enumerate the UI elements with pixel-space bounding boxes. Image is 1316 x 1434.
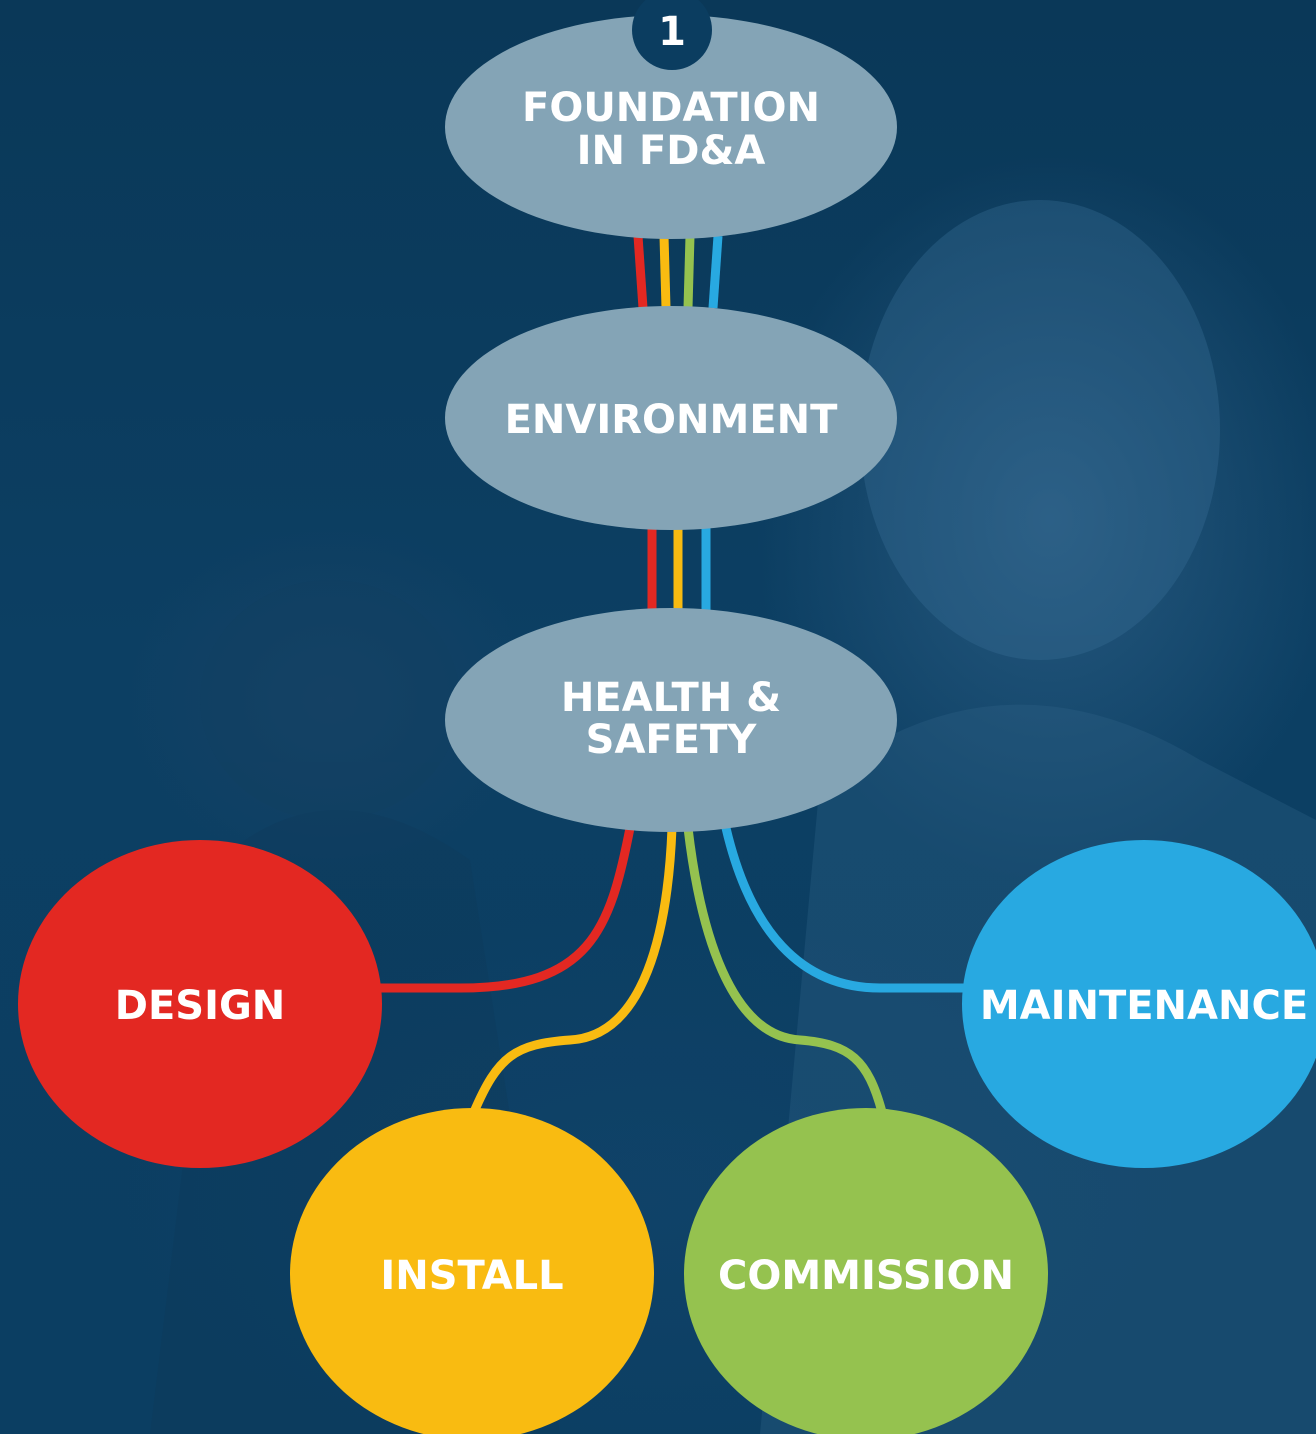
health-safety-label-line1: HEALTH & bbox=[561, 675, 781, 721]
connector-blue-1 bbox=[708, 235, 723, 309]
stage-environment: ENVIRONMENT bbox=[445, 306, 897, 530]
environment-ellipse bbox=[445, 306, 897, 530]
health-safety-ellipse bbox=[445, 608, 897, 832]
maintenance-circle bbox=[962, 840, 1316, 1168]
design-label: DESIGN bbox=[115, 983, 286, 1029]
branch-commission bbox=[683, 827, 887, 1114]
install-circle bbox=[290, 1108, 654, 1434]
stage-health-safety: HEALTH & SAFETY bbox=[445, 608, 897, 832]
maintenance-label: MAINTENANCE bbox=[980, 983, 1308, 1029]
step-badge-number: 1 bbox=[658, 9, 686, 55]
commission-label: COMMISSION bbox=[718, 1253, 1014, 1299]
stage-foundation: FOUNDATION IN FD&A bbox=[445, 15, 897, 239]
commission-circle bbox=[684, 1108, 1048, 1434]
outcome-commission: COMMISSION bbox=[684, 1108, 1048, 1434]
step-badge-circle bbox=[632, 0, 712, 70]
outcome-design: DESIGN bbox=[18, 840, 382, 1168]
foundation-label-line1: FOUNDATION bbox=[522, 85, 820, 131]
design-circle bbox=[18, 840, 382, 1168]
connector-red-1 bbox=[633, 235, 648, 309]
connector-yellow-1 bbox=[659, 235, 671, 309]
outcome-install: INSTALL bbox=[290, 1108, 654, 1434]
connector-green-1 bbox=[683, 235, 695, 309]
foundation-label-line2: IN FD&A bbox=[577, 128, 766, 174]
branch-design bbox=[376, 827, 635, 993]
connectors-environment-to-health bbox=[647, 528, 711, 612]
branch-connectors bbox=[376, 826, 972, 1114]
step-badge: 1 bbox=[632, 0, 712, 70]
branch-maintenance bbox=[721, 826, 972, 993]
environment-label: ENVIRONMENT bbox=[505, 397, 839, 443]
health-safety-label-line2: SAFETY bbox=[586, 717, 758, 763]
install-label: INSTALL bbox=[380, 1253, 563, 1299]
connectors-foundation-to-environment bbox=[633, 235, 723, 309]
foundation-ellipse bbox=[445, 15, 897, 239]
outcome-maintenance: MAINTENANCE bbox=[962, 840, 1316, 1168]
branch-install bbox=[469, 827, 677, 1114]
